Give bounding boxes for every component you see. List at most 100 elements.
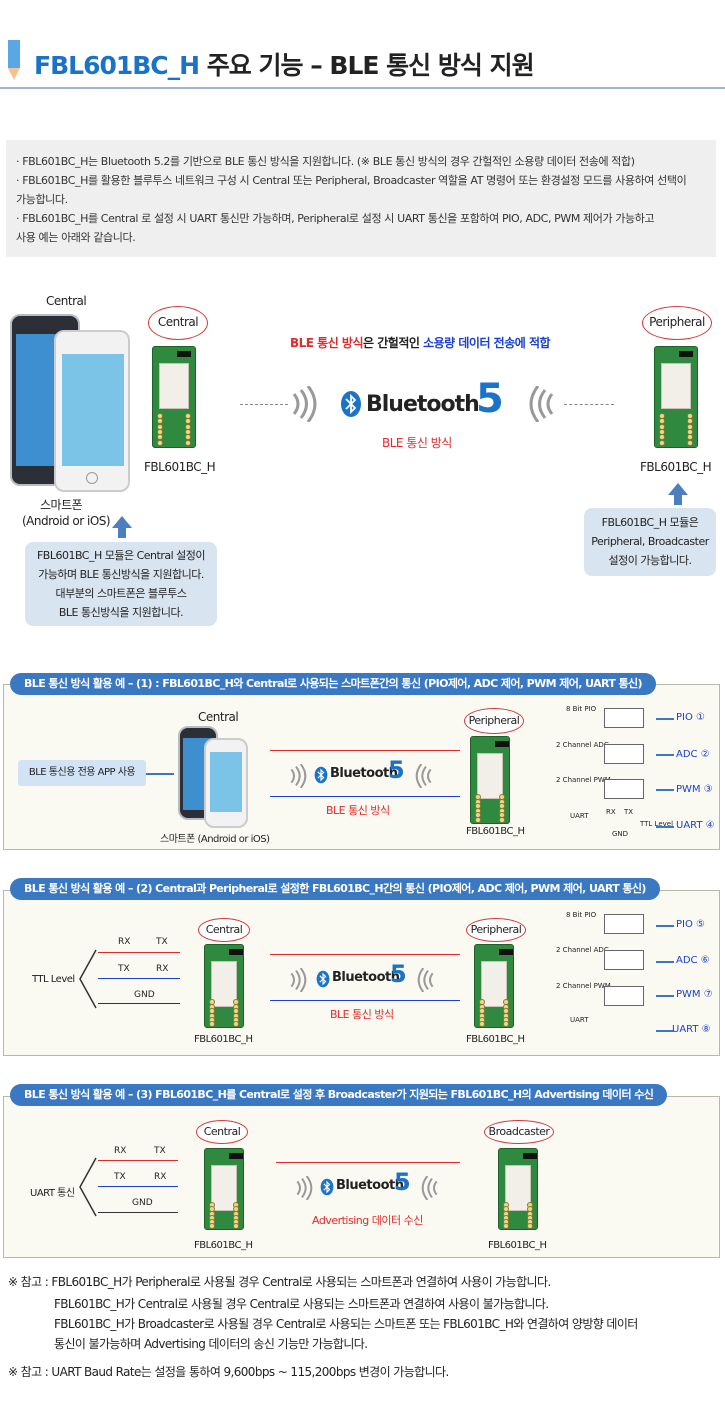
callout-line: Peripheral, Broadcaster (591, 535, 709, 548)
note-line: · FBL601BC_H를 활용한 블루투스 네트워크 구성 시 Central… (16, 174, 687, 187)
ble-mode-label: BLE 통신 방식 (330, 1008, 394, 1021)
callout-line: BLE 통신방식을 지원합니다. (58, 606, 184, 619)
bluetooth-version: 5 (388, 756, 405, 784)
bracket-icon (79, 949, 97, 1009)
ble-module (498, 1148, 538, 1230)
broadcaster-oval: Broadcaster (484, 1120, 554, 1144)
rx-label: RX (156, 964, 169, 974)
footer-note1-line4: 통신이 불가능하며 Advertising 데이터의 송신 기능만 가능합니다. (54, 1337, 368, 1351)
signal-waves-icon (421, 1176, 438, 1200)
tx-label: TX (154, 1146, 166, 1156)
notes-box: · FBL601BC_H는 Bluetooth 5.2를 기반으로 BLE 통신… (6, 140, 716, 257)
section2-heading: BLE 통신 방식 활용 예 – (2) Central과 Peripheral… (10, 878, 660, 900)
central-title: Central (46, 294, 87, 308)
note-line: 사용 예는 아래와 같습니다. (16, 231, 136, 244)
adc-signal (604, 950, 644, 970)
module-pin (499, 816, 505, 823)
callout-line: 가능하며 BLE 통신방식을 지원합니다. (38, 568, 204, 581)
rx-line (98, 952, 180, 953)
footer-note1-line2: FBL601BC_H가 Central로 사용될 경우 Central로 사용되… (54, 1297, 549, 1311)
gnd-line (98, 1212, 178, 1213)
note-line: 가능합니다. (16, 193, 68, 206)
arrow-stem (674, 495, 682, 505)
ble-module (474, 944, 514, 1028)
callout-line: FBL601BC_H 모듈은 (601, 516, 699, 529)
app-box: BLE 통신용 전용 APP 사용 (18, 760, 146, 786)
io-tag: 2 Channel ADC (556, 946, 609, 954)
module-label: FBL601BC_H (640, 460, 712, 474)
gnd-line (98, 1003, 180, 1004)
red-arrow-line (270, 954, 460, 955)
smartphone-label: 스마트폰 (Android or iOS) (160, 834, 270, 845)
module-pin (479, 1021, 485, 1027)
module-pin (503, 1021, 509, 1027)
peripheral-oval: Peripheral (464, 708, 524, 734)
io-output: UART ⑧ (672, 1024, 711, 1035)
rx-label: RX (154, 1172, 167, 1182)
module-label: FBL601BC_H (144, 460, 216, 474)
ble-tagline: BLE 통신 방식은 간헐적인 소용량 데이터 전송에 적합 (290, 336, 551, 350)
central-oval: Central (196, 1120, 248, 1144)
io-output: PIO ① (676, 712, 705, 723)
io-line (656, 961, 674, 963)
section2-box (3, 890, 720, 1056)
tx-line (98, 978, 180, 979)
pwm-signal (604, 986, 644, 1006)
bluetooth-wordmark: Bluetooth (366, 392, 480, 417)
adc-signal (604, 744, 644, 764)
note-line: · FBL601BC_H를 Central 로 설정 시 UART 통신만 가능… (16, 212, 655, 225)
module-label: FBL601BC_H (488, 1240, 547, 1251)
smartphone-label: 스마트폰 (40, 498, 83, 512)
uart-rx: RX (606, 808, 616, 816)
peripheral-oval: Peripheral (466, 918, 526, 942)
rx-label: RX (118, 937, 131, 947)
tx-label: TX (114, 1172, 126, 1182)
tx-label: TX (156, 937, 168, 947)
module-label: FBL601BC_H (466, 826, 525, 837)
central-oval: Central (148, 306, 208, 340)
ble-module (204, 1148, 244, 1230)
smartphone-os-label: (Android or iOS) (22, 514, 111, 528)
arrow-stem (118, 528, 126, 538)
io-tag: 2 Channel PWM (556, 982, 611, 990)
peripheral-callout: FBL601BC_H 모듈은 Peripheral, Broadcaster 설… (584, 508, 716, 576)
io-tag: 8 Bit PIO (566, 911, 597, 919)
bluetooth-version: 5 (390, 960, 407, 988)
signal-waves-icon (417, 968, 434, 992)
io-output: ADC ② (676, 749, 710, 760)
io-line (656, 1030, 674, 1032)
bluetooth-wordmark: Bluetooth (336, 1178, 404, 1193)
io-line (656, 754, 674, 756)
io-output: PWM ⑦ (676, 989, 713, 1000)
io-line (656, 789, 674, 791)
io-tag: UART (570, 812, 589, 820)
module-pin (687, 439, 693, 446)
ble-module (204, 944, 244, 1028)
up-arrow-icon (112, 516, 132, 528)
io-line (656, 826, 674, 828)
bluetooth-icon (314, 766, 328, 784)
module-pin (209, 1021, 215, 1027)
module-pin (475, 816, 481, 823)
uart-tx: TX (624, 808, 634, 816)
section1-heading: BLE 통신 방식 활용 예 – (1) : FBL601BC_H와 Centr… (10, 673, 656, 695)
io-tag: 2 Channel ADC (556, 741, 609, 749)
bracket-icon (79, 1157, 97, 1217)
pio-signal (604, 708, 644, 728)
peripheral-oval: Peripheral (642, 306, 712, 340)
module-pin (503, 1223, 509, 1229)
uart-gnd: GND (612, 830, 629, 838)
io-tag: 8 Bit PIO (566, 705, 597, 713)
io-line (656, 995, 674, 997)
module-pin (185, 439, 191, 446)
module-label: FBL601BC_H (466, 1034, 525, 1045)
uart-comm-label: UART 통신 (30, 1188, 75, 1199)
ble-mode-label: BLE 통신 방식 (382, 436, 452, 450)
rx-label: RX (114, 1146, 127, 1156)
callout-line: 대부분의 스마트폰은 블루투스 (55, 587, 187, 600)
title-divider (0, 87, 725, 89)
section3-box (3, 1096, 720, 1258)
module-pin (527, 1223, 533, 1229)
module-pin (233, 1223, 239, 1229)
iphone (204, 738, 248, 828)
